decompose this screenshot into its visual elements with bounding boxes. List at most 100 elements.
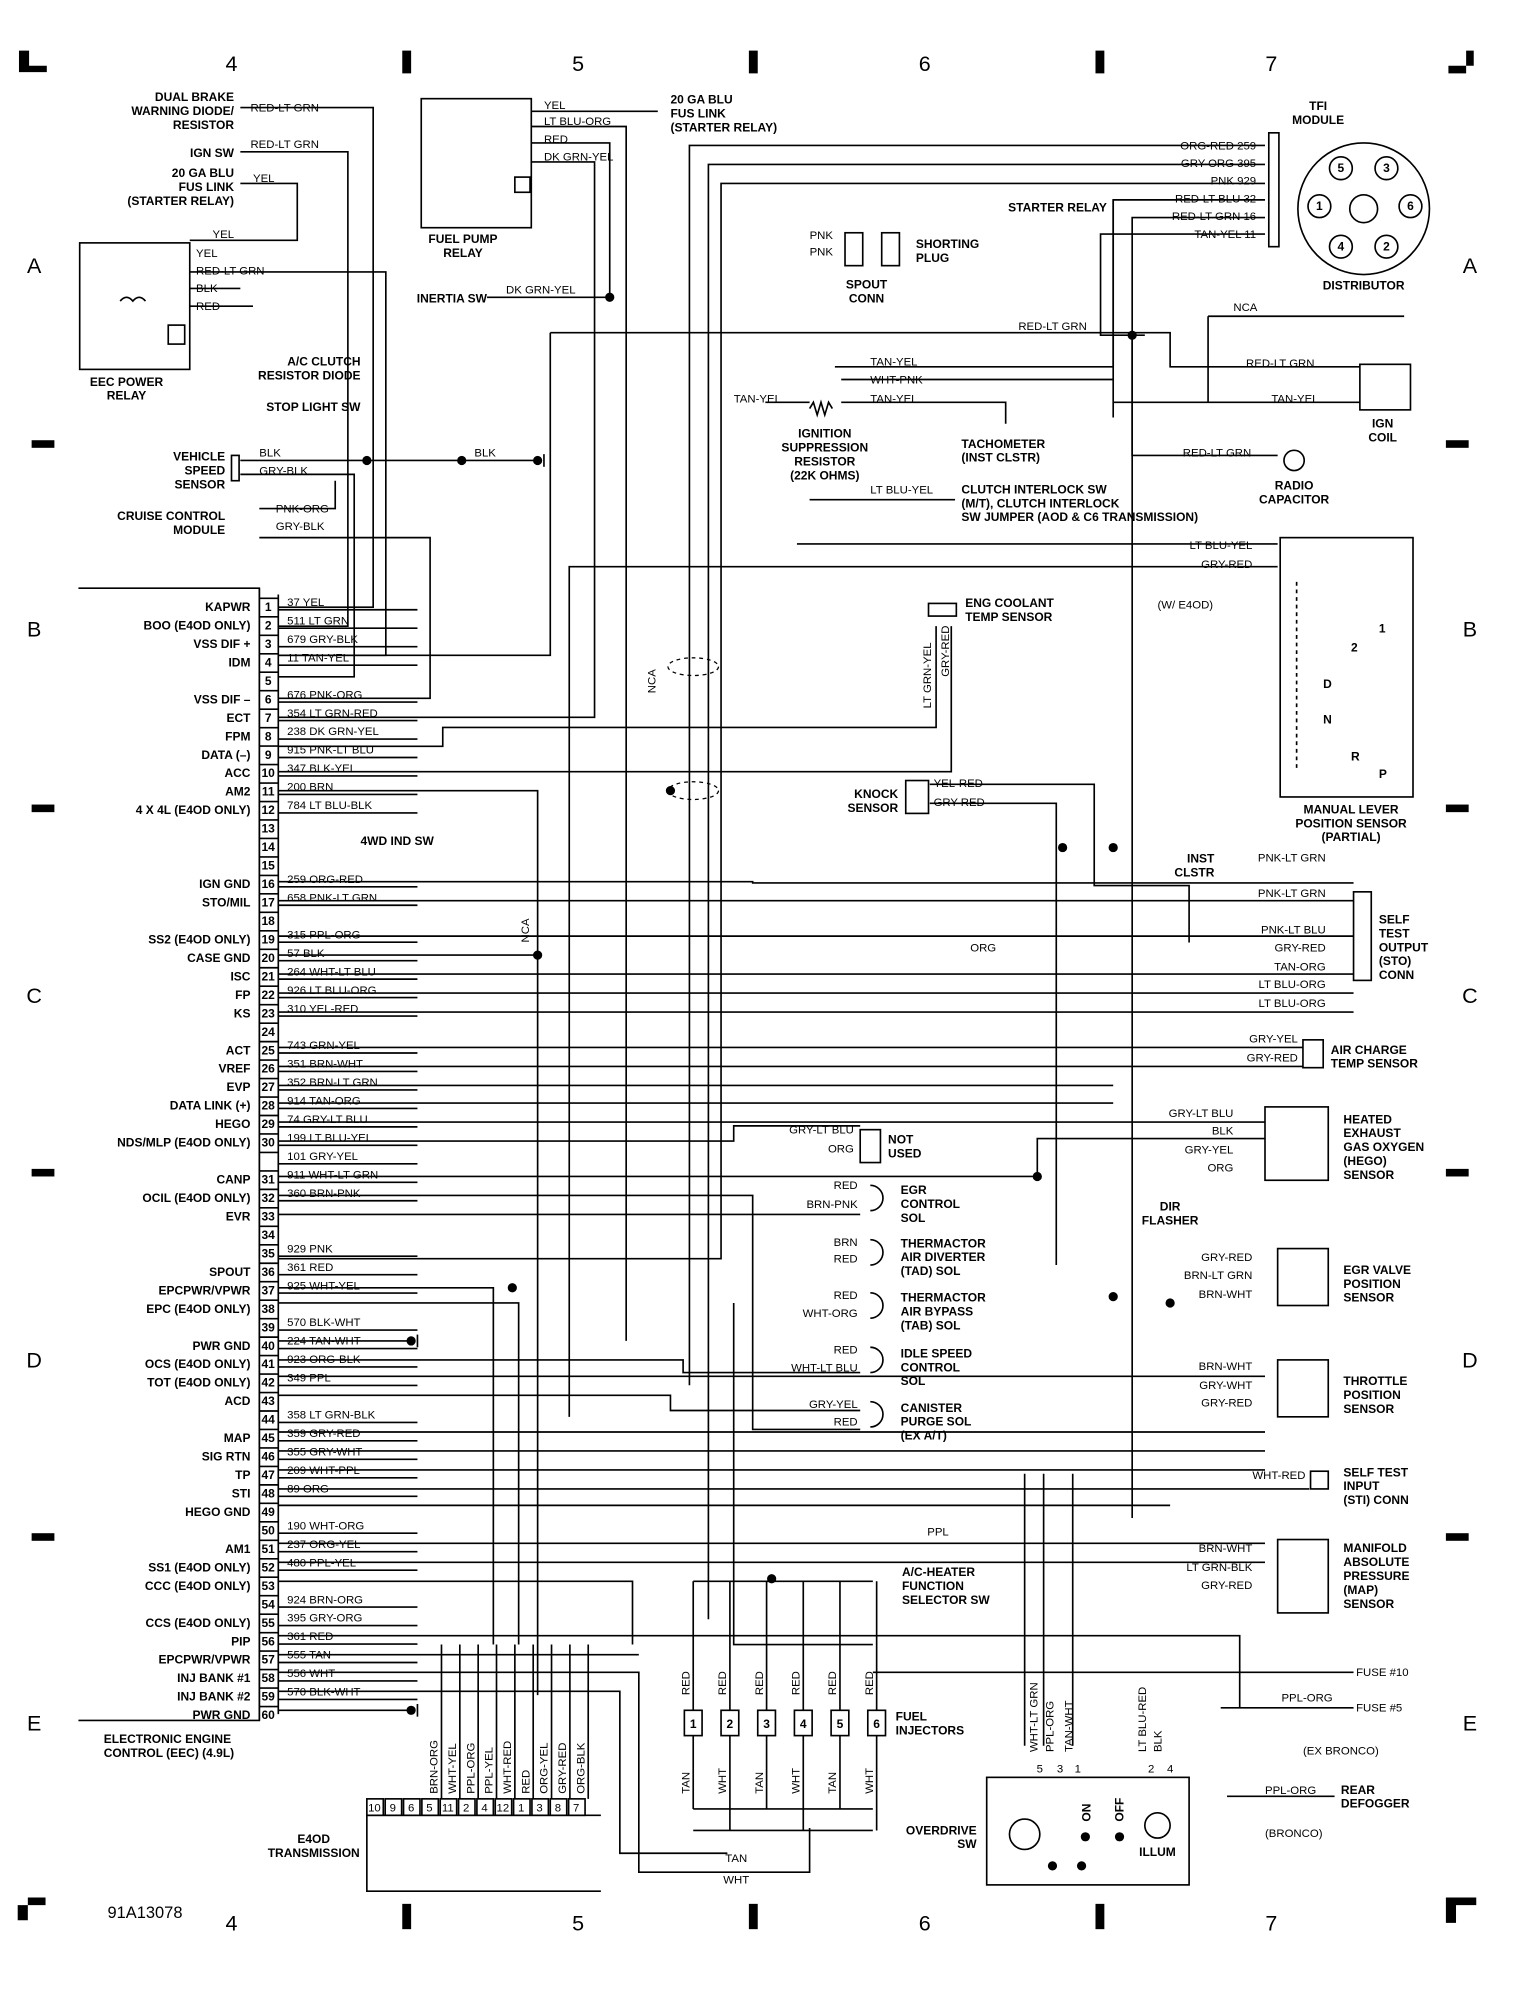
nca-label: NCA <box>1233 302 1257 314</box>
label-line: POSITION SENSOR <box>1295 816 1407 830</box>
e4od-pin-number: 11 <box>442 1803 454 1815</box>
label-line: CRUISE CONTROL <box>117 509 225 523</box>
wire-label: BLK <box>196 283 218 295</box>
row-label: D <box>1462 1348 1478 1372</box>
pin-number: 15 <box>262 859 276 873</box>
label-line: SENSOR <box>1343 1291 1394 1305</box>
ex-bronco-note: (EX BRONCO) <box>1303 1746 1379 1758</box>
figure-id: 91A13078 <box>108 1904 183 1922</box>
label-line: PRESSURE <box>1343 1569 1409 1583</box>
terminal-number: 3 <box>1383 161 1390 175</box>
label-line: MANUAL LEVER <box>1303 802 1398 816</box>
component-label: CLUTCH INTERLOCK SW(M/T), CLUTCH INTERLO… <box>961 482 1198 524</box>
label-line: DIR <box>1160 1200 1181 1214</box>
column-label: 6 <box>919 52 931 76</box>
fuse-10-label: FUSE #10 <box>1356 1667 1408 1679</box>
label-line: SENSOR <box>174 477 225 491</box>
e4od-pin <box>549 1798 568 1817</box>
pin-number: 47 <box>262 1468 276 1482</box>
wire-label: RED <box>754 1671 766 1695</box>
fuses: FUSE #10 PPL-ORG FUSE #5 (EX BRONCO) PPL… <box>1227 1667 1410 1840</box>
wire-label: 5 <box>1037 1763 1043 1775</box>
wire-label: RED-LT BLU 32 <box>1175 193 1256 205</box>
resistor-icon <box>808 399 834 418</box>
pin-wire-label: 911 WHT-LT GRN <box>287 1169 378 1181</box>
e4od-pin <box>402 1798 421 1817</box>
hego-sensor: GRY-LT BLU BLK GRY-YEL ORG HEATEDEXHAUST… <box>1142 1106 1424 1228</box>
terminal-number: 1 <box>1316 199 1323 213</box>
pin-wire-label: 480 PPL-YEL <box>287 1557 356 1569</box>
pin-number: 30 <box>262 1136 276 1150</box>
label-line: RELAY <box>443 246 483 260</box>
label-line: SPEED <box>184 463 225 477</box>
wire-label: ORG <box>828 1143 854 1155</box>
pin-number: 38 <box>262 1302 276 1316</box>
pin-number: 55 <box>262 1616 276 1630</box>
pin-function: EPC (E4OD ONLY) <box>146 1302 250 1316</box>
label-line: CONTROL <box>901 1197 960 1211</box>
pin-wire-label: 259 ORG-RED <box>287 874 363 886</box>
label-line: TACHOMETER <box>961 437 1045 451</box>
map-sensor: BRN-WHT LT GRN-BLK GRY-RED MANIFOLDABSOL… <box>1186 1538 1409 1614</box>
pin-function: CCS (E4OD ONLY) <box>146 1616 251 1630</box>
e4od-pin <box>494 1798 513 1817</box>
pin-wire-label: 101 GRY-YEL <box>287 1151 358 1163</box>
pin-number: 43 <box>262 1394 276 1408</box>
eec-pin-row: 124 X 4L (E4OD ONLY)784 LT BLU-BLK <box>136 800 418 817</box>
pin-function: SIG RTN <box>202 1450 251 1464</box>
wire-label: WHT-LT GRN <box>1028 1682 1040 1752</box>
e4od-pin <box>531 1798 550 1817</box>
label-line: KNOCK <box>854 787 898 801</box>
pin-function: PWR GND <box>192 1339 250 1353</box>
pin-function: IDM <box>228 655 250 669</box>
pin-number: 50 <box>262 1523 276 1537</box>
label-line: FLASHER <box>1142 1214 1199 1228</box>
pin-number: 24 <box>262 1025 276 1039</box>
column-label: 4 <box>226 52 238 76</box>
e4od-pin <box>512 1798 531 1817</box>
nca-label: NCA <box>646 669 658 693</box>
e4od-pin <box>366 1798 385 1817</box>
label-line: MODULE <box>1292 113 1344 127</box>
pin-number: 2 <box>265 618 272 632</box>
distributor-terminal <box>1328 234 1354 259</box>
wire-label: PNK 929 <box>1211 176 1257 188</box>
pin-wire-label: 555 TAN <box>287 1650 331 1662</box>
e4od-pin-number: 1 <box>518 1803 524 1815</box>
label-line: EEC POWER <box>90 375 164 389</box>
wire-label: LT BLU-ORG <box>1259 979 1326 991</box>
corner-mark <box>18 50 47 73</box>
injector-number: 6 <box>873 1717 880 1731</box>
label-line: THERMACTOR <box>901 1291 986 1305</box>
pin-number: 1 <box>265 600 272 614</box>
pin-function: EPCPWR/VPWR <box>158 1283 250 1297</box>
4wd-ind-sw-label: 4WD IND SW <box>361 834 435 848</box>
wire-label: RED <box>864 1671 876 1695</box>
label-line: (HEGO) <box>1343 1154 1386 1168</box>
distributor-terminal <box>1398 193 1423 219</box>
pin-function: ISC <box>230 969 250 983</box>
wire-label: GRY-RED <box>1201 1580 1252 1592</box>
wire-label: BRN-WHT <box>1199 1543 1253 1555</box>
pin-number: 31 <box>262 1173 276 1187</box>
